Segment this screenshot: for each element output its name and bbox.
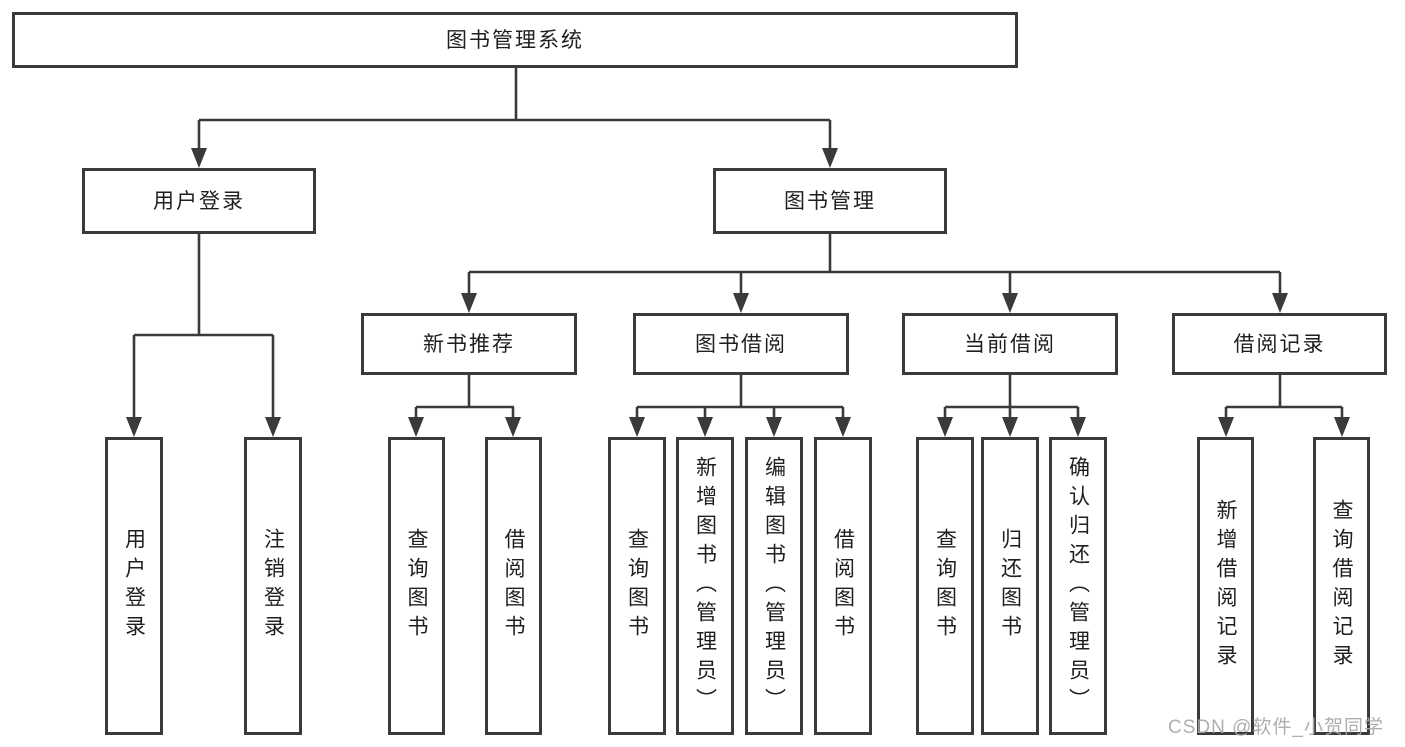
leaf-return-books: 归还图书 <box>981 437 1039 735</box>
leaf-edit-books-admin-label: 编辑图书（管理员） <box>762 455 786 717</box>
node-borrow-records-label: 借阅记录 <box>1233 332 1326 356</box>
leaf-borrow-books: 借阅图书 <box>814 437 872 735</box>
leaf-return-books-label: 归还图书 <box>998 528 1022 644</box>
leaf-query-borrow-record: 查询借阅记录 <box>1313 437 1370 735</box>
node-borrow-records: 借阅记录 <box>1172 313 1387 375</box>
node-book-management: 图书管理 <box>713 168 947 234</box>
leaf-confirm-return-admin: 确认归还（管理员） <box>1049 437 1107 735</box>
leaf-recommend-borrow-books-label: 借阅图书 <box>502 528 525 644</box>
leaf-recommend-borrow-books: 借阅图书 <box>485 437 542 735</box>
leaf-borrow-query-books: 查询图书 <box>608 437 666 735</box>
leaf-borrow-books-label: 借阅图书 <box>831 528 855 644</box>
node-book-management-label: 图书管理 <box>784 189 876 213</box>
node-root-label: 图书管理系统 <box>446 28 584 52</box>
leaf-query-borrow-record-label: 查询借阅记录 <box>1330 499 1353 673</box>
leaf-add-books-admin: 新增图书（管理员） <box>676 437 734 735</box>
leaf-add-borrow-record: 新增借阅记录 <box>1197 437 1254 735</box>
node-book-borrow-label: 图书借阅 <box>695 332 787 356</box>
leaf-current-query-books: 查询图书 <box>916 437 974 735</box>
leaf-user-login: 用户登录 <box>105 437 163 735</box>
csdn-watermark: CSDN @软件_小贺同学 <box>1168 717 1384 738</box>
leaf-confirm-return-admin-label: 确认归还（管理员） <box>1066 455 1090 717</box>
node-user-login: 用户登录 <box>82 168 316 234</box>
leaf-add-borrow-record-label: 新增借阅记录 <box>1214 499 1237 673</box>
leaf-recommend-query-books-label: 查询图书 <box>405 528 428 644</box>
leaf-user-login-label: 用户登录 <box>122 528 146 644</box>
leaf-add-books-admin-label: 新增图书（管理员） <box>693 455 717 717</box>
node-current-borrow: 当前借阅 <box>902 313 1118 375</box>
node-new-book-recommend-label: 新书推荐 <box>423 332 515 356</box>
leaf-borrow-query-books-label: 查询图书 <box>625 528 649 644</box>
node-root: 图书管理系统 <box>12 12 1018 68</box>
leaf-current-query-books-label: 查询图书 <box>933 528 957 644</box>
node-book-borrow: 图书借阅 <box>633 313 849 375</box>
leaf-logout: 注销登录 <box>244 437 302 735</box>
node-user-login-label: 用户登录 <box>153 189 245 213</box>
leaf-edit-books-admin: 编辑图书（管理员） <box>745 437 803 735</box>
node-current-borrow-label: 当前借阅 <box>964 332 1056 356</box>
node-new-book-recommend: 新书推荐 <box>361 313 577 375</box>
leaf-recommend-query-books: 查询图书 <box>388 437 445 735</box>
leaf-logout-label: 注销登录 <box>261 528 285 644</box>
